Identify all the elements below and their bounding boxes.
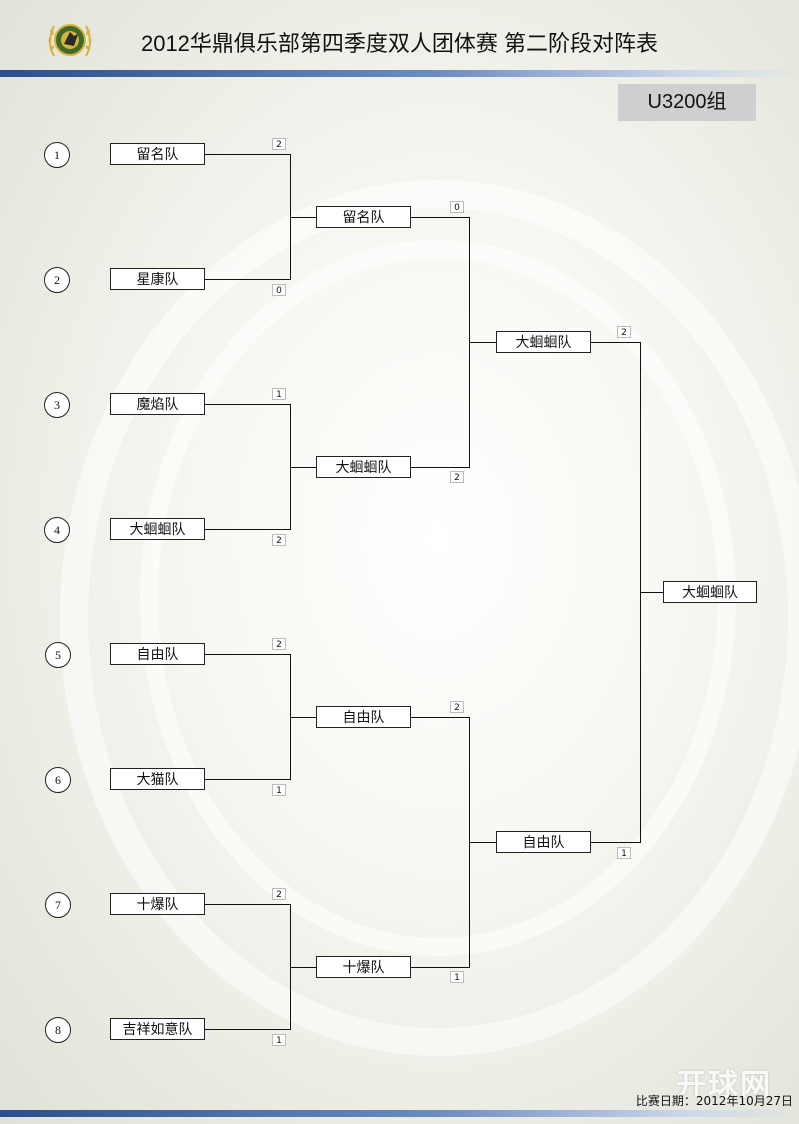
score-label: 2 <box>617 326 631 338</box>
bracket-line <box>591 842 640 843</box>
seed-badge: 1 <box>44 142 70 168</box>
match-date: 比赛日期：2012年10月27日 <box>635 1094 793 1108</box>
bracket-line <box>411 467 469 468</box>
score-label: 1 <box>450 971 464 983</box>
team-box-round1: 星康队 <box>110 268 205 290</box>
champion-box: 大蛔蛔队 <box>663 581 757 603</box>
bracket-line <box>290 467 316 468</box>
seed-badge: 4 <box>44 517 70 543</box>
team-box-round1: 自由队 <box>110 643 205 665</box>
bracket-line <box>205 279 290 280</box>
score-label: 2 <box>272 534 286 546</box>
seed-badge: 2 <box>44 267 70 293</box>
team-box-round1: 十爆队 <box>110 893 205 915</box>
bracket-line <box>205 779 290 780</box>
background-swirl <box>140 240 736 956</box>
group-label: U3200组 <box>618 84 756 121</box>
score-label: 2 <box>450 471 464 483</box>
score-label: 1 <box>272 784 286 796</box>
seed-badge: 7 <box>45 892 71 918</box>
footer-stripe <box>0 1110 799 1117</box>
score-label: 1 <box>617 847 631 859</box>
score-label: 1 <box>272 388 286 400</box>
header-stripe <box>0 70 799 77</box>
score-label: 2 <box>272 638 286 650</box>
page-title: 2012华鼎俱乐部第四季度双人团体赛 第二阶段对阵表 <box>140 31 659 56</box>
bracket-line <box>640 592 663 593</box>
club-emblem-icon <box>48 24 92 57</box>
seed-badge: 3 <box>44 392 70 418</box>
bracket-line <box>591 342 640 343</box>
team-box-round1: 吉祥如意队 <box>110 1018 205 1040</box>
team-box-round2: 十爆队 <box>316 956 411 978</box>
bracket-line <box>290 217 316 218</box>
bracket-line <box>205 1029 290 1030</box>
team-box-semifinal: 自由队 <box>496 831 591 853</box>
team-box-round2: 自由队 <box>316 706 411 728</box>
bracket-line <box>205 904 290 905</box>
bracket-line <box>290 967 316 968</box>
seed-badge: 5 <box>45 642 71 668</box>
bracket-line <box>290 717 316 718</box>
seed-badge: 8 <box>45 1017 71 1043</box>
score-label: 1 <box>272 1034 286 1046</box>
bracket-line <box>469 342 496 343</box>
bracket-line <box>411 717 469 718</box>
bracket-line <box>411 217 469 218</box>
seed-badge: 6 <box>45 767 71 793</box>
team-box-round1: 大猫队 <box>110 768 205 790</box>
bracket-line <box>205 529 290 530</box>
score-label: 0 <box>450 201 464 213</box>
bracket-line <box>205 154 290 155</box>
team-box-round1: 大蛔蛔队 <box>110 518 205 540</box>
bracket-line <box>205 404 290 405</box>
score-label: 2 <box>272 138 286 150</box>
bracket-line <box>411 967 469 968</box>
bracket-line <box>469 842 496 843</box>
team-box-semifinal: 大蛔蛔队 <box>496 331 591 353</box>
bracket-line <box>205 654 290 655</box>
score-label: 0 <box>272 284 286 296</box>
team-box-round2: 留名队 <box>316 206 411 228</box>
watermark: 开球网 <box>676 1068 772 1103</box>
team-box-round1: 魔焰队 <box>110 393 205 415</box>
team-box-round1: 留名队 <box>110 143 205 165</box>
score-label: 2 <box>272 888 286 900</box>
score-label: 2 <box>450 701 464 713</box>
team-box-round2: 大蛔蛔队 <box>316 456 411 478</box>
